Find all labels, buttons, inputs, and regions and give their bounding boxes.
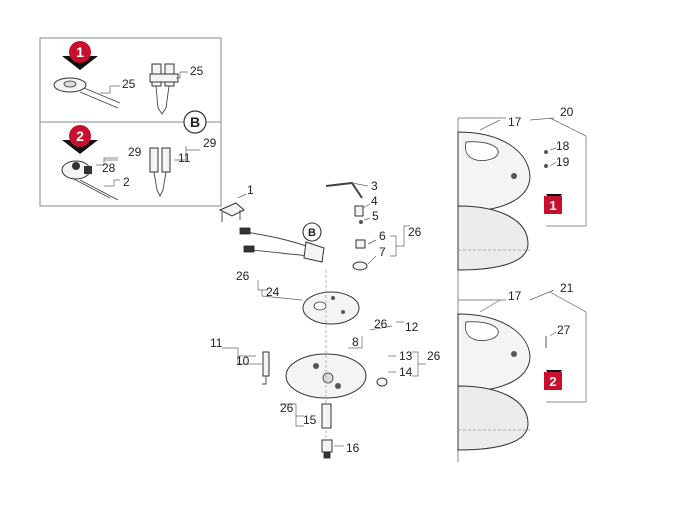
- cable-clamp-icon: [218, 202, 245, 222]
- right-badge-1-label: 1: [549, 198, 556, 213]
- callout-8: 8: [352, 335, 359, 349]
- nut-icon: [355, 239, 366, 249]
- main-exploded-view: 1 B 3 4 5 6 7 26: [210, 179, 441, 459]
- right-badge-1-icon: 1: [544, 194, 562, 214]
- variant-b-badge-icon: B: [183, 110, 207, 134]
- burner-head-upper-icon: [457, 131, 531, 271]
- right-badge-2-icon: 2: [544, 370, 562, 390]
- pin-icon: [359, 220, 363, 224]
- hex-key-icon: [325, 181, 363, 199]
- callout-3: 3: [371, 179, 378, 193]
- callout-15: 15: [303, 413, 317, 427]
- ignition-cable-icon: [239, 227, 325, 263]
- callout-17a: 17: [508, 115, 522, 129]
- callout-20: 20: [560, 105, 574, 119]
- callout-16: 16: [346, 441, 360, 455]
- callout-7: 7: [379, 245, 386, 259]
- screw-icon: [544, 150, 548, 154]
- callout-26d: 26: [427, 349, 441, 363]
- inset-panel: 1 25 25 B 2: [39, 37, 222, 207]
- variant-b-badge-label: B: [190, 114, 200, 130]
- callout-27: 27: [557, 323, 571, 337]
- burner-head-lower-icon: [457, 313, 531, 451]
- callout-11: 11: [210, 336, 223, 350]
- callout-4: 4: [371, 194, 378, 208]
- electrode-pair-icon: [149, 63, 179, 115]
- callout-24: 24: [266, 285, 280, 299]
- top-plate-icon: [302, 291, 360, 325]
- callout-25b: 25: [190, 64, 204, 78]
- callout-12: 12: [405, 320, 419, 334]
- cable-b-badge-icon: B: [302, 222, 322, 242]
- right-badge-2-label: 2: [549, 374, 556, 389]
- callout-1: 1: [247, 183, 254, 197]
- callout-6: 6: [379, 229, 386, 243]
- ignition-electrode-main-icon: [262, 351, 270, 385]
- callout-19: 19: [556, 155, 570, 169]
- nozzle-icon: [321, 439, 333, 459]
- callout-13: 13: [399, 349, 413, 363]
- callout-26b: 26: [236, 269, 250, 283]
- callout-28: 28: [102, 161, 116, 175]
- callout-29a: 29: [128, 145, 142, 159]
- callout-25a: 25: [122, 77, 136, 91]
- callout-10: 10: [236, 354, 250, 368]
- base-plate-icon: [285, 270, 367, 446]
- callout-29b: 29: [203, 136, 217, 150]
- cable-b-badge-label: B: [308, 227, 316, 239]
- callout-2: 2: [123, 175, 130, 189]
- callout-26e: 26: [280, 401, 294, 415]
- washer-small-icon: [544, 164, 548, 168]
- callout-17b: 17: [508, 289, 522, 303]
- electrode-holder-icon: [61, 160, 119, 201]
- ignition-electrode-icon: [53, 77, 121, 109]
- callout-18: 18: [556, 139, 570, 153]
- variant-2-badge-icon: 2: [62, 125, 98, 154]
- o-ring-icon: [376, 377, 388, 387]
- nozzle-holder-icon: [321, 403, 332, 429]
- nozzle-nut-icon: [354, 205, 364, 217]
- callout-21: 21: [560, 281, 574, 295]
- washer-icon: [352, 261, 368, 271]
- variant-2-badge-label: 2: [76, 128, 84, 144]
- callout-11-inset: 11: [178, 151, 191, 165]
- callout-14: 14: [399, 365, 413, 379]
- right-assembly: 17 20 18 19 1 17 21 27 2: [457, 105, 587, 462]
- variant-1-badge-label: 1: [76, 44, 84, 60]
- variant-1-badge-icon: 1: [62, 41, 98, 70]
- callout-5: 5: [372, 209, 379, 223]
- callout-26c: 26: [374, 317, 388, 331]
- callout-26a: 26: [408, 225, 422, 239]
- electrode-pair-2-icon: [149, 147, 171, 198]
